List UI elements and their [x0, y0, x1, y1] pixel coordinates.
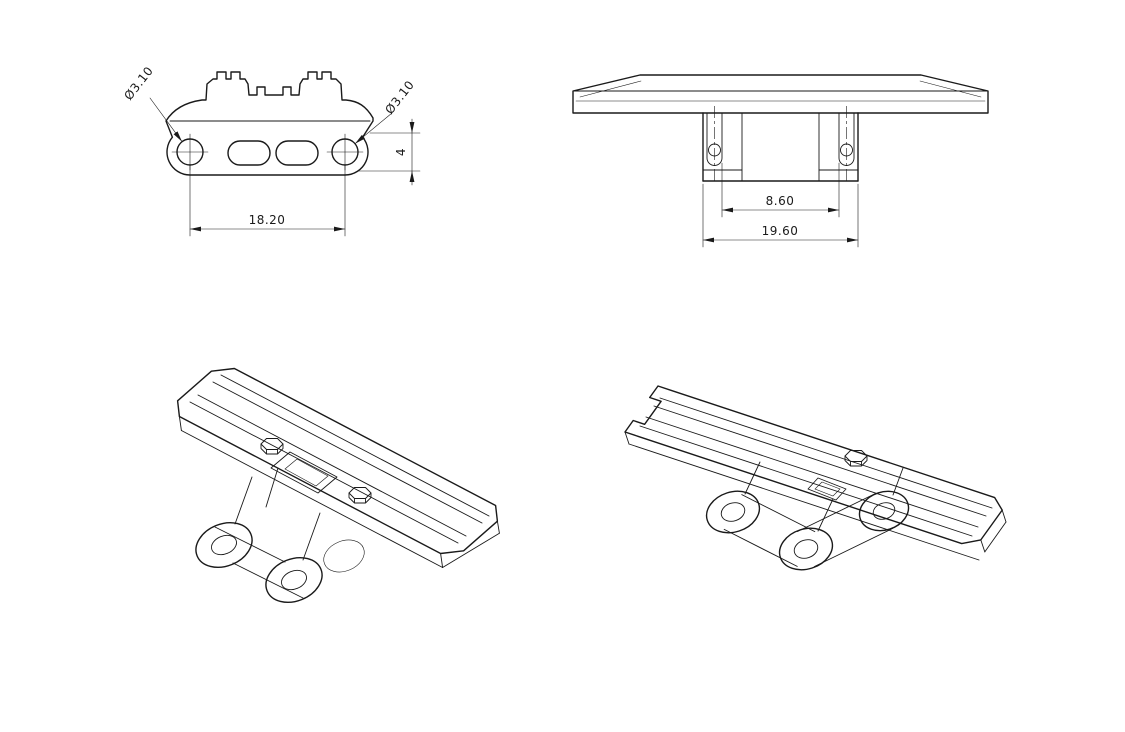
lug-strut [234, 476, 253, 525]
grouser-ridge [659, 397, 993, 509]
chamfer-edge [919, 80, 982, 98]
plate-under-edge [628, 443, 980, 561]
link-lug-outer [265, 557, 323, 603]
link-lug-hole [720, 502, 746, 522]
plate-end-edge [442, 532, 500, 568]
center-block-recess [814, 481, 841, 497]
hex-bolt-top [348, 487, 372, 499]
lug-strut [744, 461, 761, 495]
plate-thickness-edge [1001, 509, 1007, 523]
plate-thickness-edge [440, 553, 444, 568]
grouser-ridge [639, 425, 973, 537]
dim-inner-width-label: 8.60 [766, 194, 795, 208]
lug-strut [302, 512, 321, 561]
hex-bolt [260, 438, 284, 455]
plate-thickness-edge [624, 431, 630, 445]
dim-hole-right-label: Ø3.10 [382, 78, 417, 117]
dim-height-label: 4 [394, 148, 408, 156]
center-block [807, 477, 847, 501]
hex-bolt [844, 450, 868, 467]
link-bar-edge [723, 528, 798, 567]
link-lug-outer [705, 490, 761, 534]
link-silhouette [165, 71, 374, 176]
grouser-ridge [653, 405, 987, 517]
lug-strut [265, 467, 279, 508]
link-bar-edge [797, 493, 876, 532]
lug-strut [817, 498, 834, 532]
plate-end-edge [984, 521, 1007, 553]
chamfer-edge [579, 80, 642, 98]
plate-thickness-edge [980, 539, 986, 553]
link-bar-edge [214, 526, 286, 563]
lug-strut [892, 467, 904, 496]
link-lug-hole [211, 534, 237, 556]
pad-plate-profile [572, 74, 989, 114]
hex-bolt-side [260, 443, 284, 455]
grouser-ridge [212, 381, 483, 524]
dim-overall-width-label: 19.60 [762, 224, 799, 238]
link-bar-edge [814, 528, 893, 567]
link-lug-hole [872, 502, 896, 520]
hex-bolt-side [348, 492, 372, 504]
end-view: 8.60 19.60 [572, 74, 989, 248]
link-bar-edge [741, 494, 816, 533]
plate-under-edge [180, 430, 444, 568]
hex-bolt [348, 487, 372, 504]
front-view: Ø3.10 Ø3.10 18.20 4 [121, 64, 421, 237]
link-lug-outer [858, 490, 910, 532]
grouser-ridge [197, 394, 467, 537]
hex-bolt-side [844, 455, 868, 467]
grouser-ridge [220, 374, 490, 517]
isometric-view-left [176, 367, 500, 603]
center-slot [275, 140, 319, 166]
link-lug-outer [778, 527, 834, 571]
center-slot [227, 140, 271, 166]
plate-thickness-edge [178, 416, 182, 431]
hex-bolt-top [260, 438, 284, 450]
center-block-recess [284, 458, 329, 487]
link-lug-hole [793, 539, 819, 559]
link-bar-edge [232, 562, 304, 599]
leader-line [149, 97, 183, 142]
center-block [270, 451, 338, 494]
pad-top-face [176, 367, 499, 555]
grouser-ridge [189, 401, 459, 544]
dim-hole-left-label: Ø3.10 [121, 64, 156, 103]
dim-pitch-label: 18.20 [249, 213, 286, 227]
grouser-ridge [645, 416, 979, 528]
link-lug-hole [281, 569, 307, 591]
plate-thickness-edge [496, 520, 500, 534]
leader-line [354, 112, 393, 144]
link-lug-back [323, 539, 365, 573]
link-lug-outer [195, 522, 253, 568]
isometric-view-right [624, 385, 1007, 571]
pad-top-face [624, 385, 1003, 545]
